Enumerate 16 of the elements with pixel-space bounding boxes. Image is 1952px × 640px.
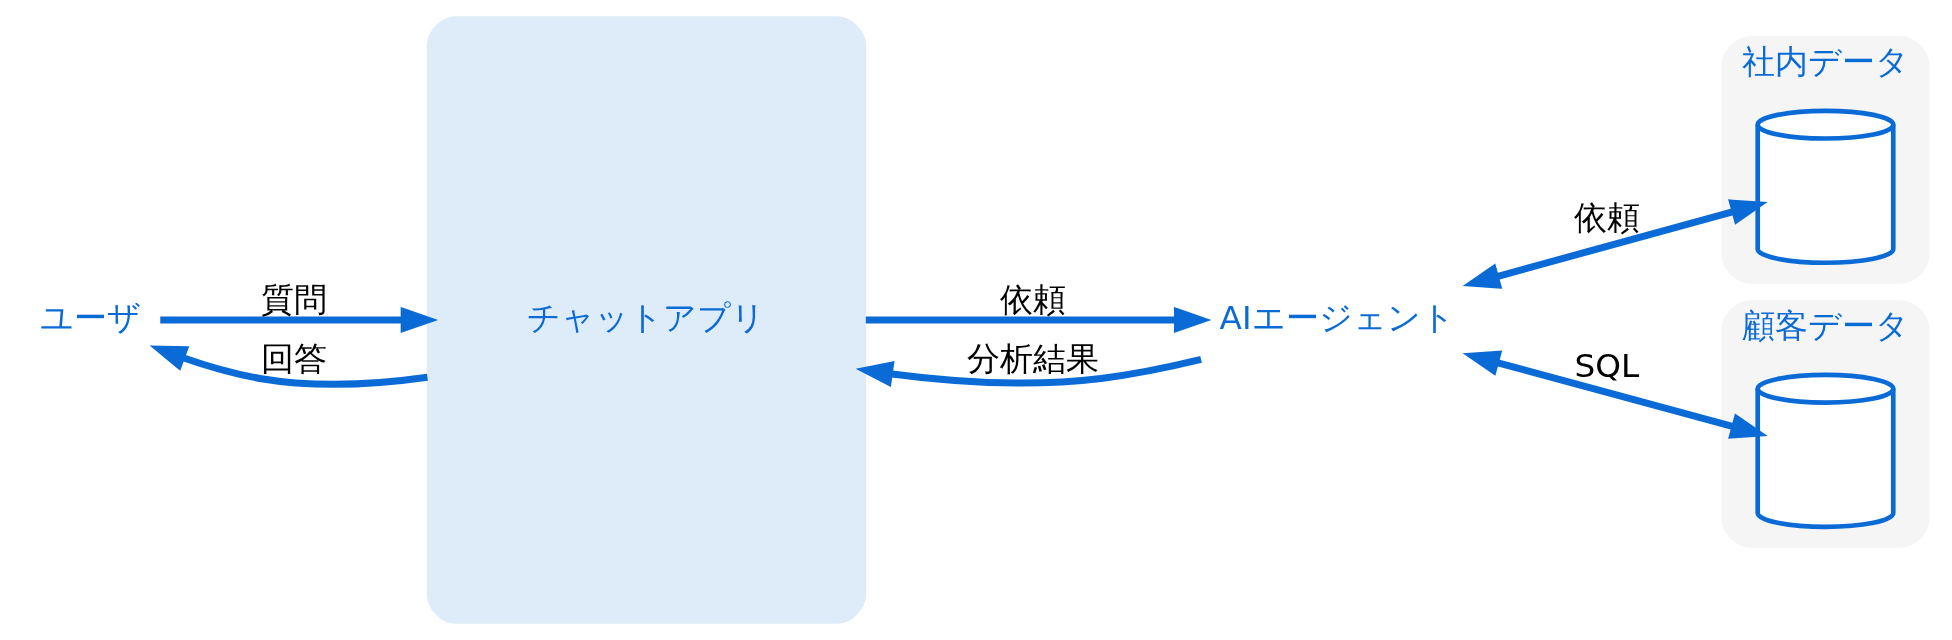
node-text: AIエージェント: [1219, 298, 1455, 337]
edge-label: SQL: [1574, 346, 1640, 385]
edge-label: 依頼: [1573, 199, 1640, 238]
edge-label: 質問: [260, 281, 327, 320]
node-text: ユーザ: [39, 298, 141, 337]
node-box: チャットアプリ: [426, 16, 867, 624]
cluster: 顧客データ: [1721, 300, 1930, 548]
arrow: [865, 306, 1212, 334]
arrow: [1462, 350, 1768, 439]
cluster: 社内データ: [1721, 36, 1930, 284]
edge-label: 分析結果: [967, 339, 1100, 378]
edge-label: 回答: [260, 339, 327, 378]
arrow: [855, 355, 1202, 388]
arrow: [1462, 199, 1768, 289]
arrow: [149, 345, 428, 388]
edge-label: 依頼: [1000, 281, 1067, 320]
